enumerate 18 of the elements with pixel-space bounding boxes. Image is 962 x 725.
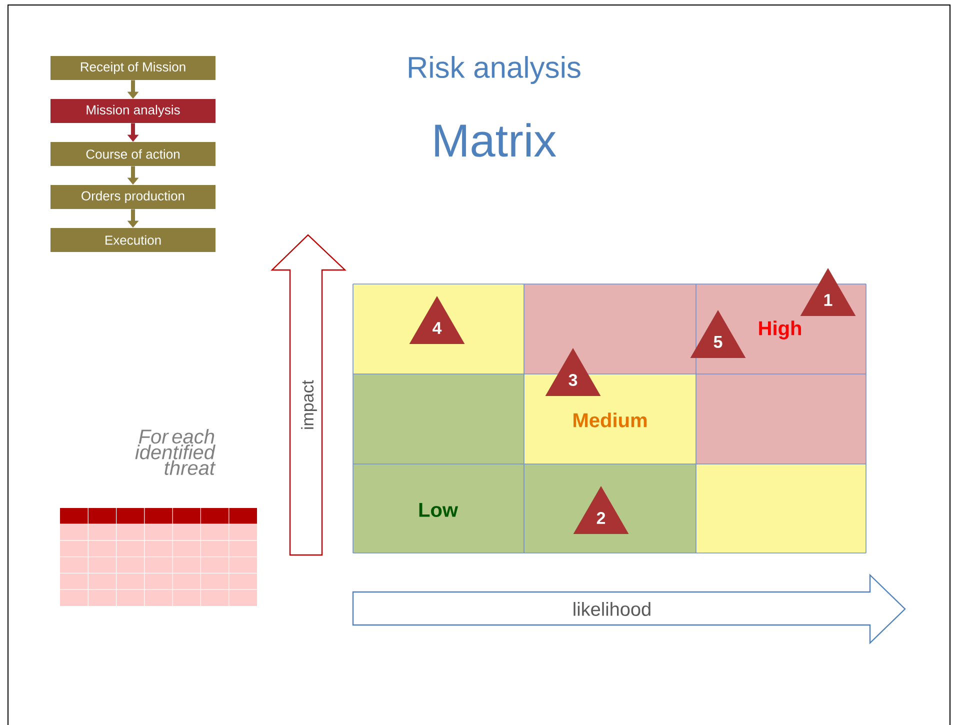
zone-label: High [759, 320, 801, 340]
process-box: Execution [50, 228, 216, 252]
risk-triangle: 1 [800, 268, 856, 316]
process-box: Mission analysis [50, 99, 216, 123]
risk-triangle: 4 [409, 296, 465, 344]
process-box: Receipt of Mission [50, 56, 216, 80]
risk-triangle: 2 [573, 486, 629, 534]
process-box: Orders production [50, 185, 216, 209]
axis-label: impact [301, 380, 317, 429]
title: Risk analysis [408, 56, 580, 84]
axis-label: likelihood [574, 602, 650, 616]
note-text: For each identified threat [135, 428, 216, 476]
zone-label: Low [419, 503, 458, 517]
process-box: Course of action [50, 142, 216, 166]
risk-triangle: 3 [545, 348, 601, 396]
zone-label: Medium [574, 412, 647, 428]
subtitle: Matrix [435, 123, 556, 157]
risk-triangle: 5 [690, 310, 746, 358]
